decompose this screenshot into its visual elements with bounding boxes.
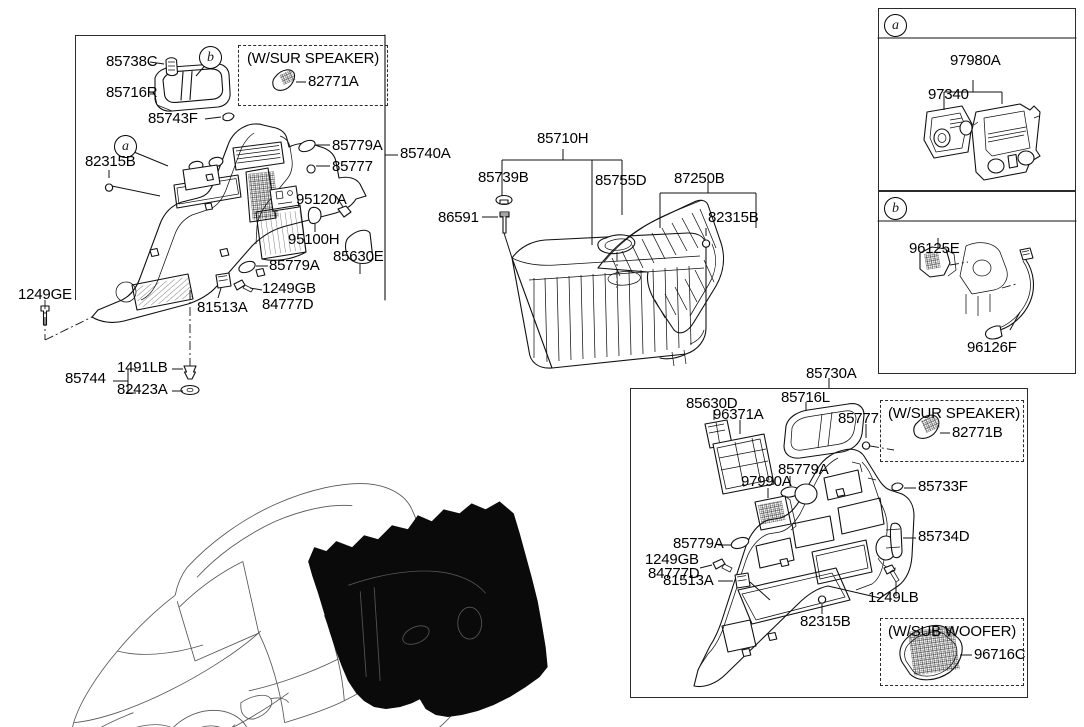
label-82315B-center: 82315B <box>708 209 759 226</box>
label-84777D-right: 84777D <box>648 565 700 582</box>
label-85716R: 85716R <box>106 84 158 101</box>
label-97990A: 97990A <box>741 473 792 490</box>
label-1249GB-right: 1249GB <box>645 551 699 568</box>
label-85733F: 85733F <box>918 478 968 495</box>
label-1491LB: 1491LB <box>117 359 168 376</box>
label-85710H: 85710H <box>537 130 589 147</box>
box-b-border <box>878 191 1076 374</box>
label-85744: 85744 <box>65 370 106 387</box>
label-85739B: 85739B <box>478 169 529 186</box>
label-87250B: 87250B <box>674 170 725 187</box>
panel-left-border <box>75 35 385 300</box>
label-86591: 86591 <box>438 209 479 226</box>
label-84777D-left: 84777D <box>262 296 314 313</box>
label-85777-left: 85777 <box>332 158 373 175</box>
label-96125E: 96125E <box>909 240 960 257</box>
panel-right-border <box>630 388 1028 698</box>
label-85630E: 85630E <box>333 248 384 265</box>
label-85734D: 85734D <box>918 528 970 545</box>
label-81513A-left: 81513A <box>197 299 248 316</box>
label-85755D: 85755D <box>595 172 647 189</box>
label-96371A: 96371A <box>713 406 764 423</box>
label-1249GE: 1249GE <box>18 286 72 303</box>
sur-speaker-box-left <box>238 45 388 106</box>
label-82771A: 82771A <box>308 73 359 90</box>
label-96126F: 96126F <box>967 339 1017 356</box>
label-97980A: 97980A <box>950 52 1001 69</box>
label-85779A-left-mid: 85779A <box>269 257 320 274</box>
label-81513A-right: 81513A <box>663 572 714 589</box>
label-85716L: 85716L <box>781 389 830 406</box>
label-1249LB: 1249LB <box>868 589 919 606</box>
marker-a-left: a <box>114 135 137 158</box>
label-82423A: 82423A <box>117 381 168 398</box>
label-97340: 97340 <box>928 86 969 103</box>
label-95100H: 95100H <box>288 231 340 248</box>
sur-speaker-title-right: (W/SUR SPEAKER) <box>888 405 1021 422</box>
label-85743F: 85743F <box>148 110 198 127</box>
label-1249GB-left: 1249GB <box>262 280 316 297</box>
label-85740A: 85740A <box>400 145 451 162</box>
marker-b-box: b <box>884 197 907 220</box>
label-85630D: 85630D <box>686 395 738 412</box>
box-a-border <box>878 8 1076 191</box>
label-95120A: 95120A <box>296 191 347 208</box>
label-85738C: 85738C <box>106 53 158 70</box>
label-85777-right: 85777 <box>838 410 879 427</box>
marker-b-left: b <box>199 46 222 69</box>
marker-a-box: a <box>884 14 907 37</box>
label-96716C: 96716C <box>974 646 1026 663</box>
sub-woofer-title: (W/SUB WOOFER) <box>888 623 1017 640</box>
sur-speaker-title-left: (W/SUR SPEAKER) <box>247 50 380 67</box>
label-82771B: 82771B <box>952 424 1003 441</box>
label-85779A-right-low: 85779A <box>673 535 724 552</box>
label-85779A-left-top: 85779A <box>332 137 383 154</box>
sur-speaker-box-right <box>880 400 1024 462</box>
label-85779A-right-top: 85779A <box>778 461 829 478</box>
label-82315B-left: 82315B <box>85 153 136 170</box>
sub-woofer-box <box>880 618 1024 686</box>
label-82315B-right: 82315B <box>800 613 851 630</box>
label-85730A: 85730A <box>806 365 857 382</box>
